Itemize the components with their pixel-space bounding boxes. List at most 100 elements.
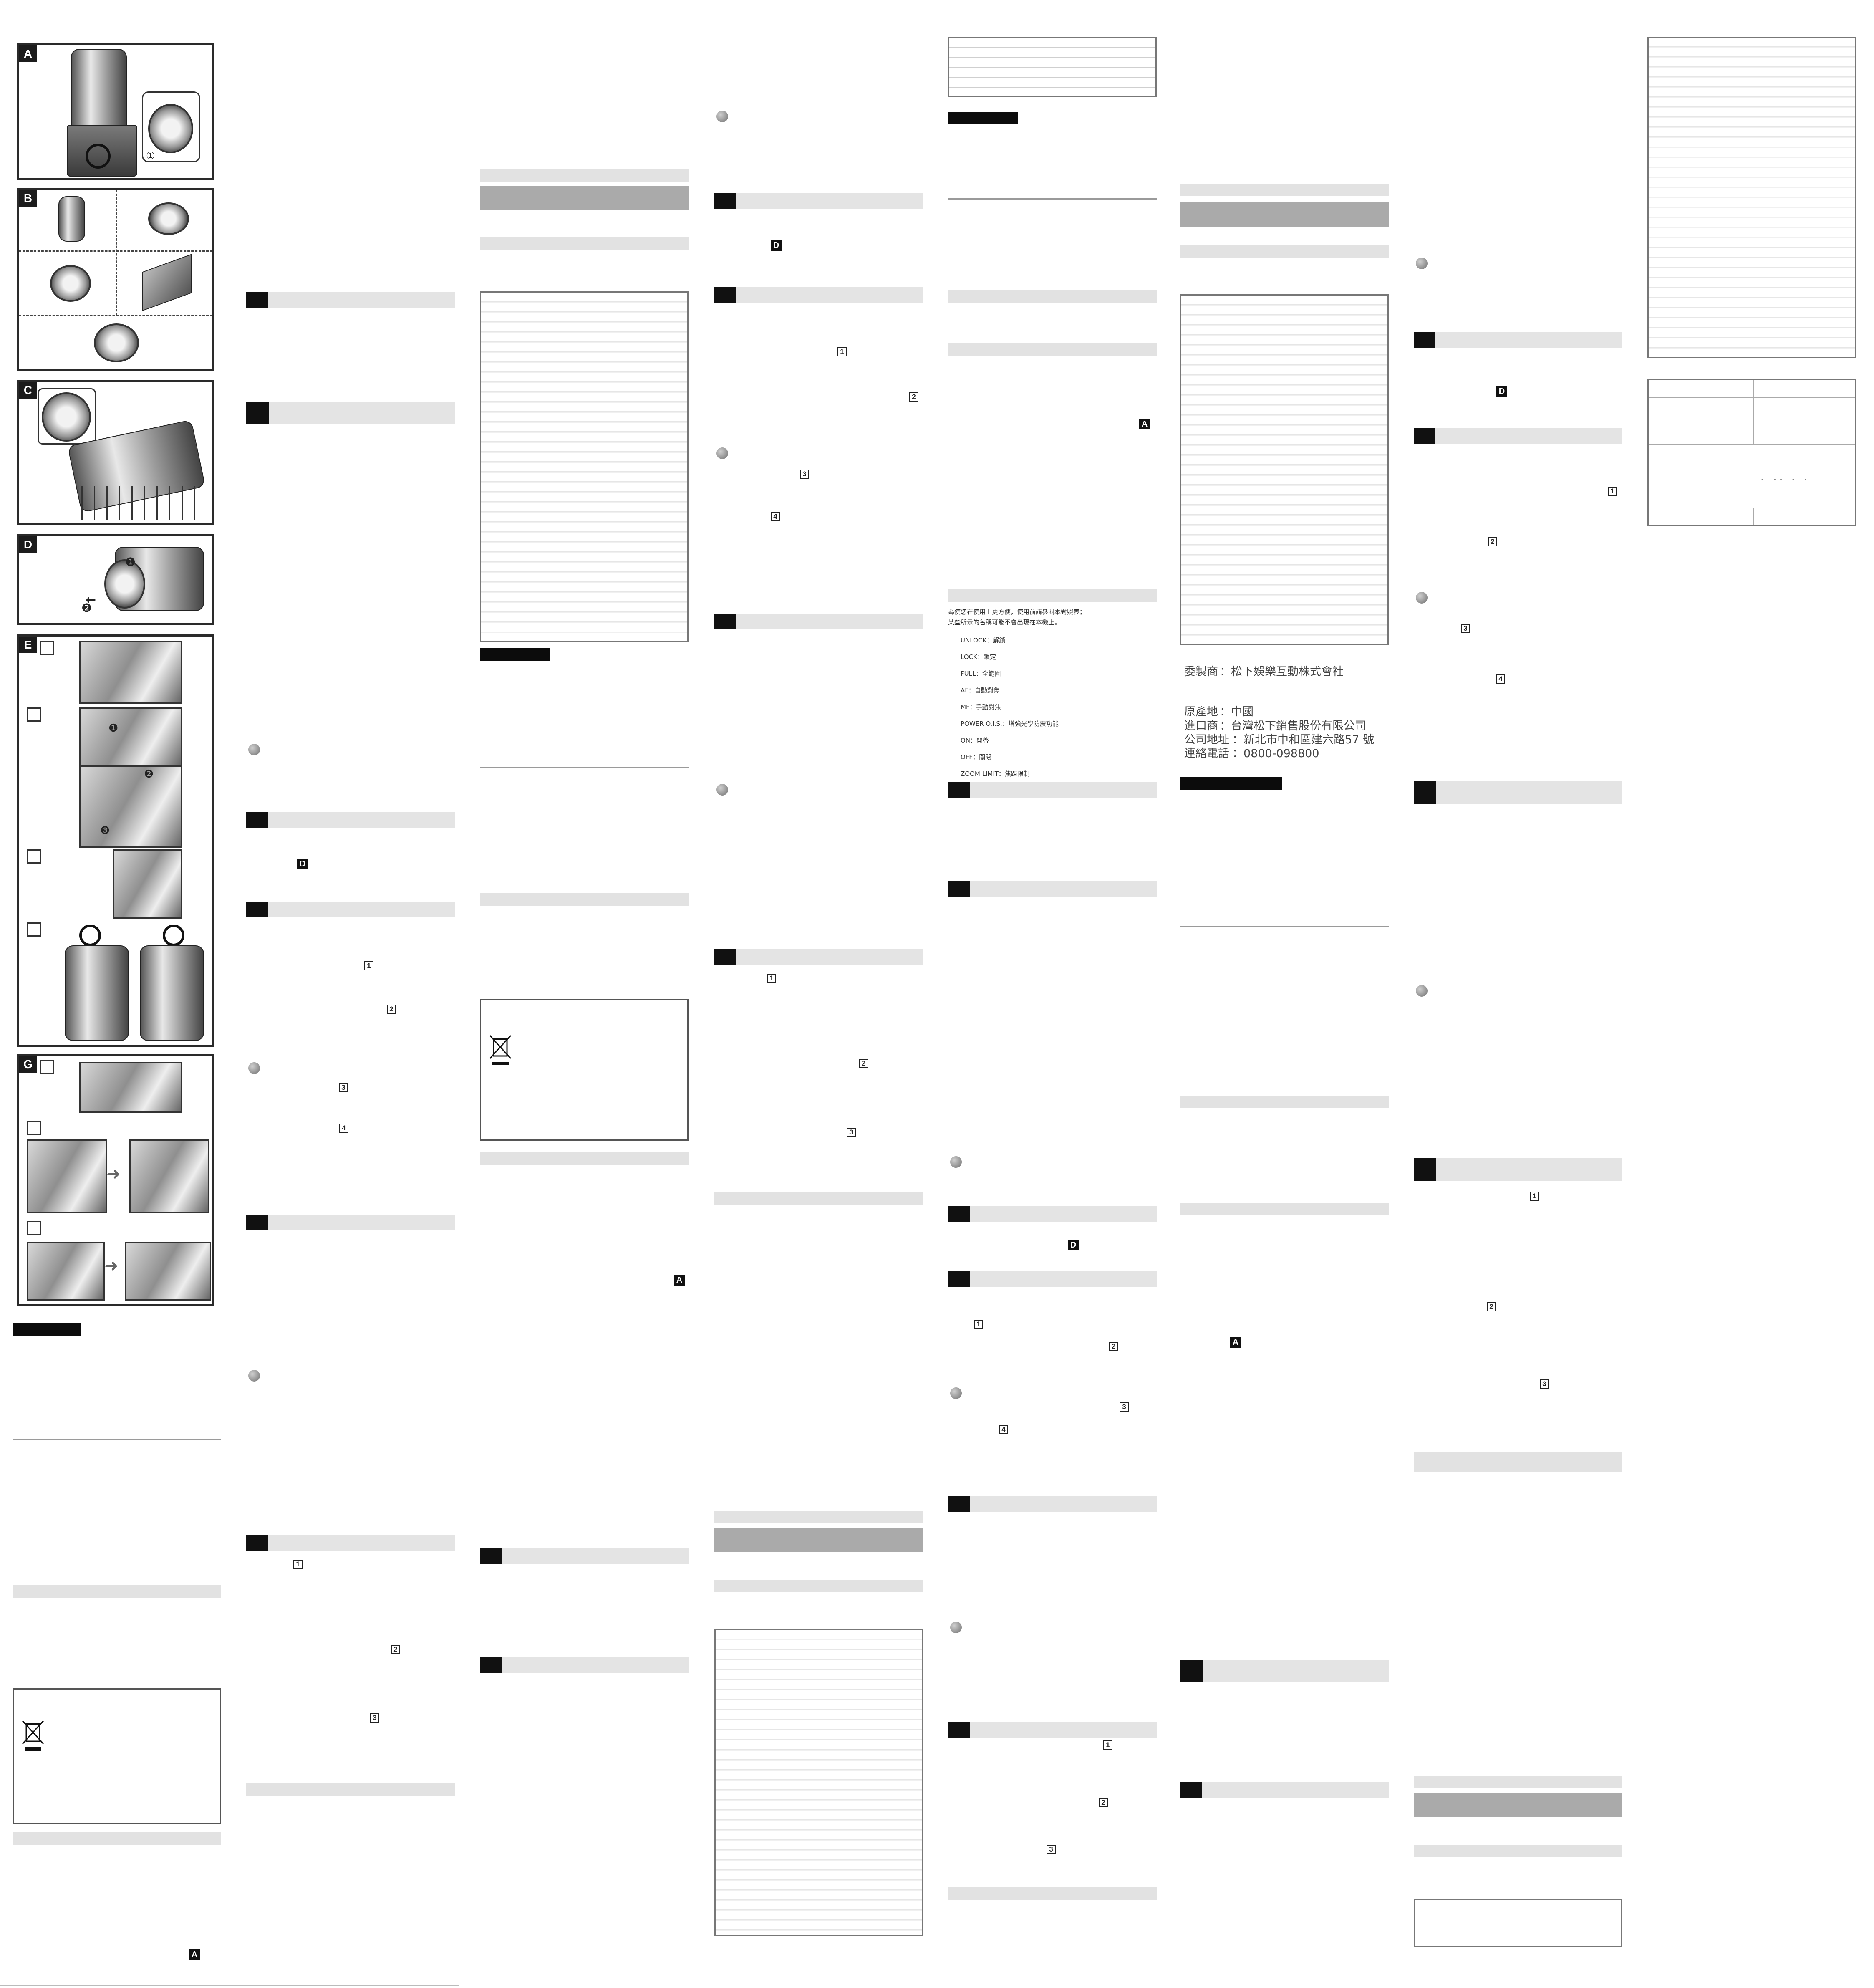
glossary-item: AF：自動對焦	[961, 687, 1000, 694]
section-header	[246, 1535, 455, 1551]
marker-d: D	[1496, 386, 1507, 397]
step-marker-4: 4	[771, 512, 780, 521]
section-header	[714, 949, 923, 965]
camera-held-right	[140, 945, 204, 1041]
step-box-2	[27, 707, 41, 722]
section-header	[480, 1657, 689, 1673]
disposal-info-box	[480, 999, 689, 1141]
step-marker-3: 3	[1540, 1379, 1549, 1389]
section-header	[1414, 781, 1622, 804]
arrow-right-icon: ➜	[106, 1165, 121, 1184]
step-box-1	[40, 641, 54, 655]
bullet-icon	[950, 1387, 962, 1399]
section-header	[1180, 1660, 1389, 1682]
bullet-icon	[950, 1156, 962, 1168]
step-marker-2: 2	[859, 1059, 868, 1068]
disposal-info-box	[13, 1688, 221, 1824]
figure-panel-e: E ❶ ❷ ❸	[17, 634, 214, 1047]
bullet-icon	[248, 1062, 260, 1074]
step-marker-2: 2	[387, 1005, 396, 1014]
commissioned-value: ：松下娛樂互動株式會社	[1220, 665, 1344, 678]
glossary-item: ON：開啓	[961, 737, 989, 744]
phone-label: 連絡電話	[1184, 747, 1229, 760]
step-marker-3: 3	[370, 1713, 379, 1723]
glossary-item: FULL：全範圍	[961, 670, 1001, 677]
section-header	[246, 402, 455, 424]
lens-illustration	[71, 49, 127, 134]
mount-close-up	[148, 104, 193, 153]
step-marker-3: 3	[1120, 1402, 1129, 1412]
section-header	[948, 1496, 1157, 1512]
step-box-4	[27, 922, 41, 937]
figure-panel-d: D ❶ ❷ ⬅	[17, 534, 214, 625]
step-marker-3: 3	[1047, 1845, 1056, 1854]
spec-table	[1414, 1899, 1622, 1947]
figure-column: A ① B C D ❶ ❷ ⬅ E	[0, 0, 459, 1988]
commissioned-label: 委製商	[1184, 665, 1218, 678]
step-marker-3: 3	[339, 1083, 348, 1092]
address-label: 公司地址	[1184, 733, 1229, 746]
foot-attach-photo-2	[129, 1139, 209, 1213]
bullet-icon	[1416, 258, 1428, 269]
marker-a: A	[674, 1275, 685, 1286]
section-header	[246, 292, 455, 308]
step-1-marker: ❶	[125, 555, 136, 569]
step-marker-1: 1	[293, 1560, 303, 1569]
section-header	[948, 1271, 1157, 1287]
section-header	[948, 881, 1157, 897]
marker-a: A	[1139, 419, 1150, 429]
glossary-item: ZOOM LIMIT：焦距限制	[961, 770, 1030, 778]
bullet-icon	[716, 111, 728, 122]
origin-value: ：中國	[1220, 705, 1254, 718]
tripod-foot-illustration	[142, 254, 192, 311]
glossary-item: POWER O.I.S.：增強光學防震功能	[961, 720, 1059, 728]
glossary-intro-2: 某些所示的名稱可能不會出現在本機上。	[948, 619, 1061, 626]
step-marker-2: 2	[391, 1645, 400, 1654]
foot-rotate-photo-2	[125, 1242, 211, 1301]
mount-ring-illustration	[104, 559, 145, 609]
step-marker-1: 1	[1530, 1192, 1539, 1201]
zoom-callout-frame	[142, 91, 200, 162]
glossary-intro-1: 為使您在使用上更方便，使用前請參閱本對照表；	[948, 608, 1086, 616]
text-column-8: - -- - -	[1647, 0, 1856, 1988]
step-marker-1: 1	[1103, 1740, 1112, 1750]
callout-number: ①	[146, 150, 155, 162]
section-header	[714, 193, 923, 209]
step-marker-1: 1	[837, 347, 847, 356]
step-box-g1	[40, 1060, 54, 1074]
origin-label: 原產地	[1184, 705, 1218, 718]
no-carry-icon-right	[163, 925, 184, 946]
step-marker-2: 2	[909, 392, 918, 402]
arrow-right-icon-2: ➜	[104, 1256, 119, 1276]
step-box-3	[27, 849, 41, 864]
no-touch-icon	[86, 144, 111, 169]
section-header	[1414, 1158, 1622, 1181]
bullet-icon	[716, 784, 728, 796]
text-column-3: A	[480, 0, 689, 1988]
section-header	[1414, 332, 1622, 348]
bullet-icon	[716, 447, 728, 459]
step-marker-3: 3	[800, 470, 809, 479]
camera-held-left	[65, 945, 129, 1041]
bullet-icon	[950, 1622, 962, 1633]
section-header	[246, 812, 455, 828]
section-header	[948, 1722, 1157, 1738]
spec-dashes: - -- - -	[1761, 476, 1811, 483]
marker-d: D	[1068, 1240, 1079, 1250]
spec-table	[948, 37, 1157, 97]
foot-rotate-photo-1	[27, 1242, 105, 1301]
glossary-item: OFF：關閉	[961, 753, 992, 761]
step-marker-4: 4	[339, 1124, 348, 1133]
step-marker-3: 3	[847, 1128, 856, 1137]
tripod-mount-photo	[79, 1062, 182, 1113]
step-marker-2: 2	[1099, 1798, 1108, 1807]
step-2-marker: ❷	[81, 601, 92, 615]
figure-label-b: B	[19, 190, 37, 207]
glossary-item: MF：手動對焦	[961, 703, 1001, 711]
step-marker-4: 4	[1496, 674, 1505, 684]
text-column-7: D 1 2 3 4 1 2 3	[1414, 0, 1622, 1988]
text-column-2: D 1 2 3 4 1 2 3	[246, 0, 455, 1988]
importer-label: 進口商	[1184, 720, 1218, 733]
callout-lines	[81, 486, 207, 520]
step-2-marker-e: ❷	[144, 768, 154, 781]
